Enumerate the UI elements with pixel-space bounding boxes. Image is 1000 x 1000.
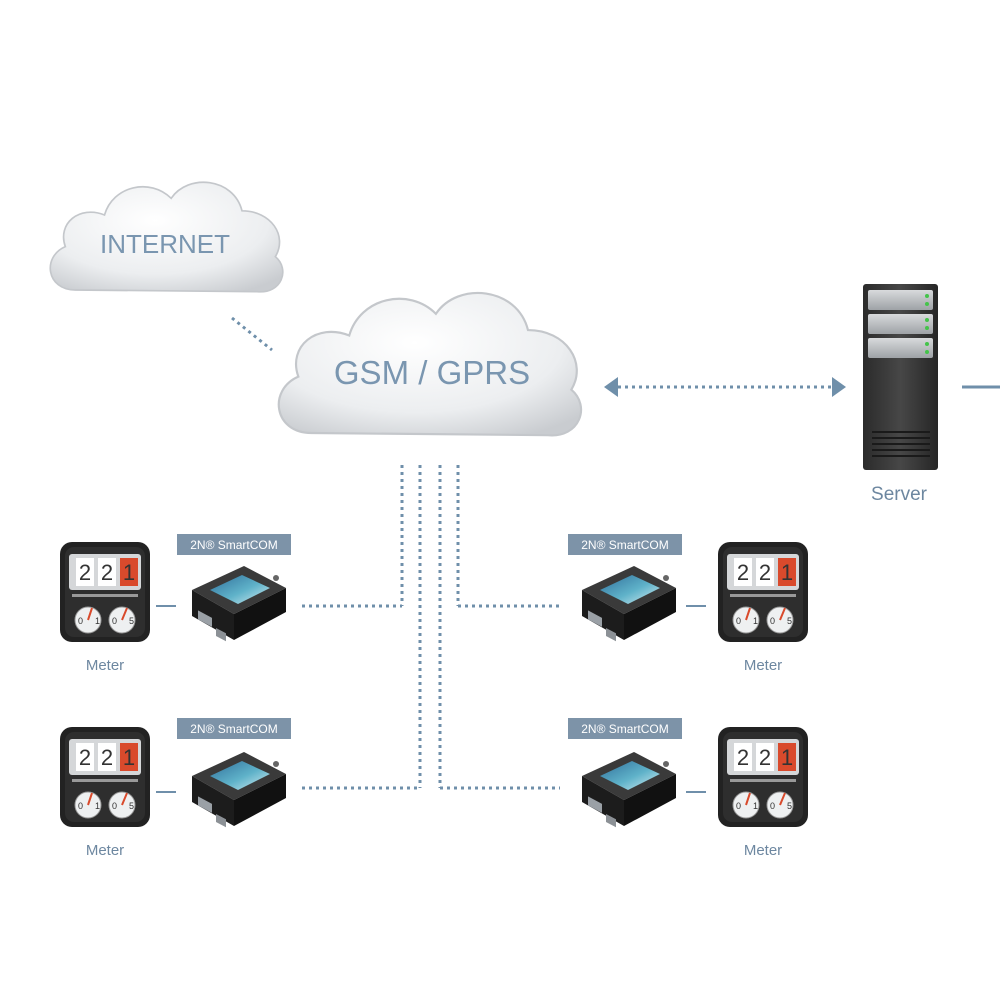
server-link-arrow [604,377,846,397]
gauge-needle [745,607,751,621]
meter-digit: 2 [737,745,749,770]
server-tower-icon [863,284,938,470]
meter-digit: 2 [759,745,771,770]
gauge-tick: 1 [95,616,100,626]
gauge-tick: 0 [112,801,117,811]
meter-digit: 2 [79,560,91,585]
smartcom-device-icon [582,566,676,642]
gauge-tick: 5 [129,616,134,626]
smartcom-badge: 2N® SmartCOM [568,534,682,555]
meter-label: Meter [744,657,782,674]
gauge-needle [87,607,93,621]
gauge-needle [121,792,128,806]
smartcom-badge-label: 2N® SmartCOM [581,538,669,552]
arrow-right-icon [832,377,846,397]
meter-digit: 1 [781,560,793,585]
gauge-needle [779,607,786,621]
meter-digit: 1 [123,560,135,585]
gauge-tick: 5 [787,616,792,626]
smartcom-device-icon [192,566,286,642]
gauge-tick: 1 [753,801,758,811]
meter-digit: 2 [79,745,91,770]
gauge-tick: 5 [129,801,134,811]
gauge-tick: 0 [78,801,83,811]
gsm-gprs-label: GSM / GPRS [334,354,530,391]
server-label: Server [871,484,928,505]
smartcom-badge: 2N® SmartCOM [568,718,682,739]
gauge-needle [121,607,128,621]
meter-digit: 2 [101,560,113,585]
internet-gsm-link [231,316,273,352]
gauge-tick: 0 [736,616,741,626]
gauge-tick: 0 [770,801,775,811]
internet-cloud: INTERNET [49,181,284,293]
meter-digit: 1 [781,745,793,770]
gauge-tick: 0 [78,616,83,626]
smartcom-badge: 2N® SmartCOM [177,718,291,739]
smartcom-device-icon [582,752,676,828]
smartcom-badge-label: 2N® SmartCOM [581,722,669,736]
meter-label: Meter [86,657,124,674]
internet-label: INTERNET [100,229,230,259]
gauge-tick: 0 [112,616,117,626]
trunk-lines [302,465,560,790]
gauge-tick: 0 [736,801,741,811]
gauge-tick: 5 [787,801,792,811]
smartcom-badge-label: 2N® SmartCOM [190,538,278,552]
meter-digit: 2 [759,560,771,585]
gauge-tick: 1 [753,616,758,626]
meter-digit: 2 [101,745,113,770]
gauge-tick: 1 [95,801,100,811]
gsm-gprs-cloud: GSM / GPRS [277,291,583,437]
arrow-left-icon [604,377,618,397]
meter-digit: 2 [737,560,749,585]
meter-digit: 1 [123,745,135,770]
smartcom-device-icon [192,752,286,828]
gauge-needle [779,792,786,806]
smartcom-badge: 2N® SmartCOM [177,534,291,555]
meter-label: Meter [744,842,782,859]
gauge-tick: 0 [770,616,775,626]
gauge-needle [87,792,93,806]
meter-label: Meter [86,842,124,859]
smartcom-badge-label: 2N® SmartCOM [190,722,278,736]
gauge-needle [745,792,751,806]
